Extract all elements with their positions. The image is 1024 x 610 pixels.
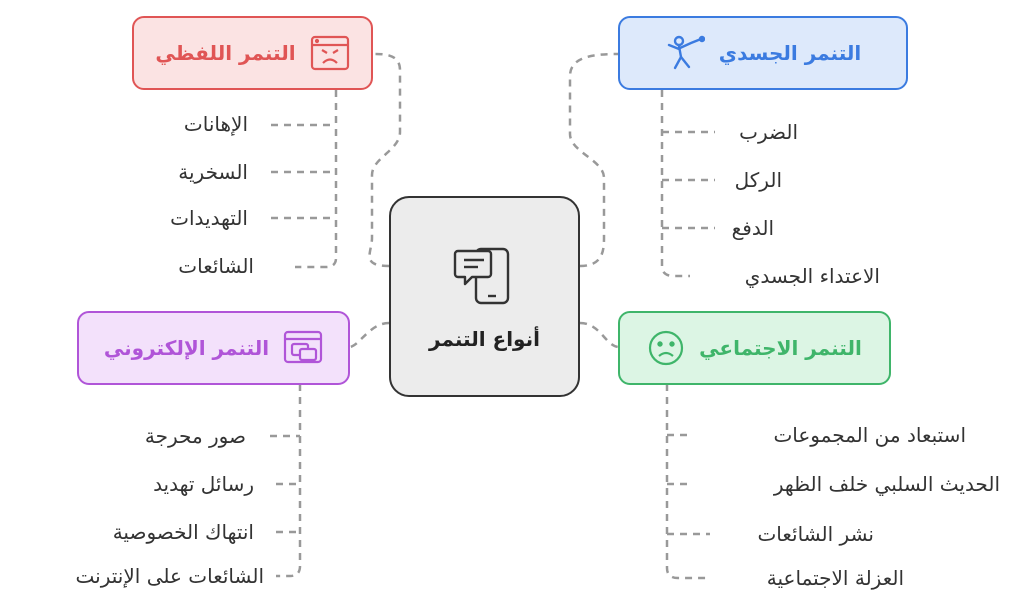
leaf-social-isolation: العزلة الاجتماعية: [766, 566, 904, 590]
leaf-group-exclusion: استبعاد من المجموعات: [773, 423, 966, 447]
leaf-physical-assault: الاعتداء الجسدي: [744, 264, 880, 288]
sad-face-icon: [647, 329, 685, 367]
leaf-online-rumors: الشائعات على الإنترنت: [75, 564, 264, 588]
chat-phone-icon: [452, 243, 518, 313]
leaf-spreading-rumors: نشر الشائعات: [757, 522, 874, 546]
branch-title: التنمر اللفظي: [155, 41, 296, 65]
leaf-mockery: السخرية: [178, 160, 248, 184]
branch-title: التنمر الجسدي: [718, 41, 862, 65]
branch-title: التنمر الاجتماعي: [699, 336, 862, 360]
leaf-privacy-violation: انتهاك الخصوصية: [112, 520, 254, 544]
leaf-hitting: الضرب: [739, 120, 798, 144]
leaf-kicking: الركل: [734, 168, 782, 192]
central-topic[interactable]: أنواع التنمر: [389, 196, 580, 397]
leaf-insults: الإهانات: [183, 112, 248, 136]
branch-verbal-bullying[interactable]: التنمر اللفظي: [132, 16, 373, 90]
branch-physical-bullying[interactable]: التنمر الجسدي: [618, 16, 908, 90]
leaf-embarrassing-photos: صور محرجة: [144, 424, 246, 448]
branch-cyber-bullying[interactable]: التنمر الإلكتروني: [77, 311, 350, 385]
branch-social-bullying[interactable]: التنمر الاجتماعي: [618, 311, 891, 385]
leaf-backbiting: الحديث السلبي خلف الظهر: [773, 472, 1000, 496]
fighting-person-icon: [665, 35, 705, 71]
leaf-threats: التهديدات: [170, 206, 248, 230]
branch-title: التنمر الإلكتروني: [103, 336, 270, 360]
browser-chat-icon: [283, 330, 323, 366]
central-title: أنواع التنمر: [429, 326, 540, 351]
angry-browser-icon: [310, 35, 350, 71]
leaf-pushing: الدفع: [731, 216, 774, 240]
leaf-rumors: الشائعات: [178, 254, 254, 278]
leaf-threat-messages: رسائل تهديد: [153, 472, 254, 496]
